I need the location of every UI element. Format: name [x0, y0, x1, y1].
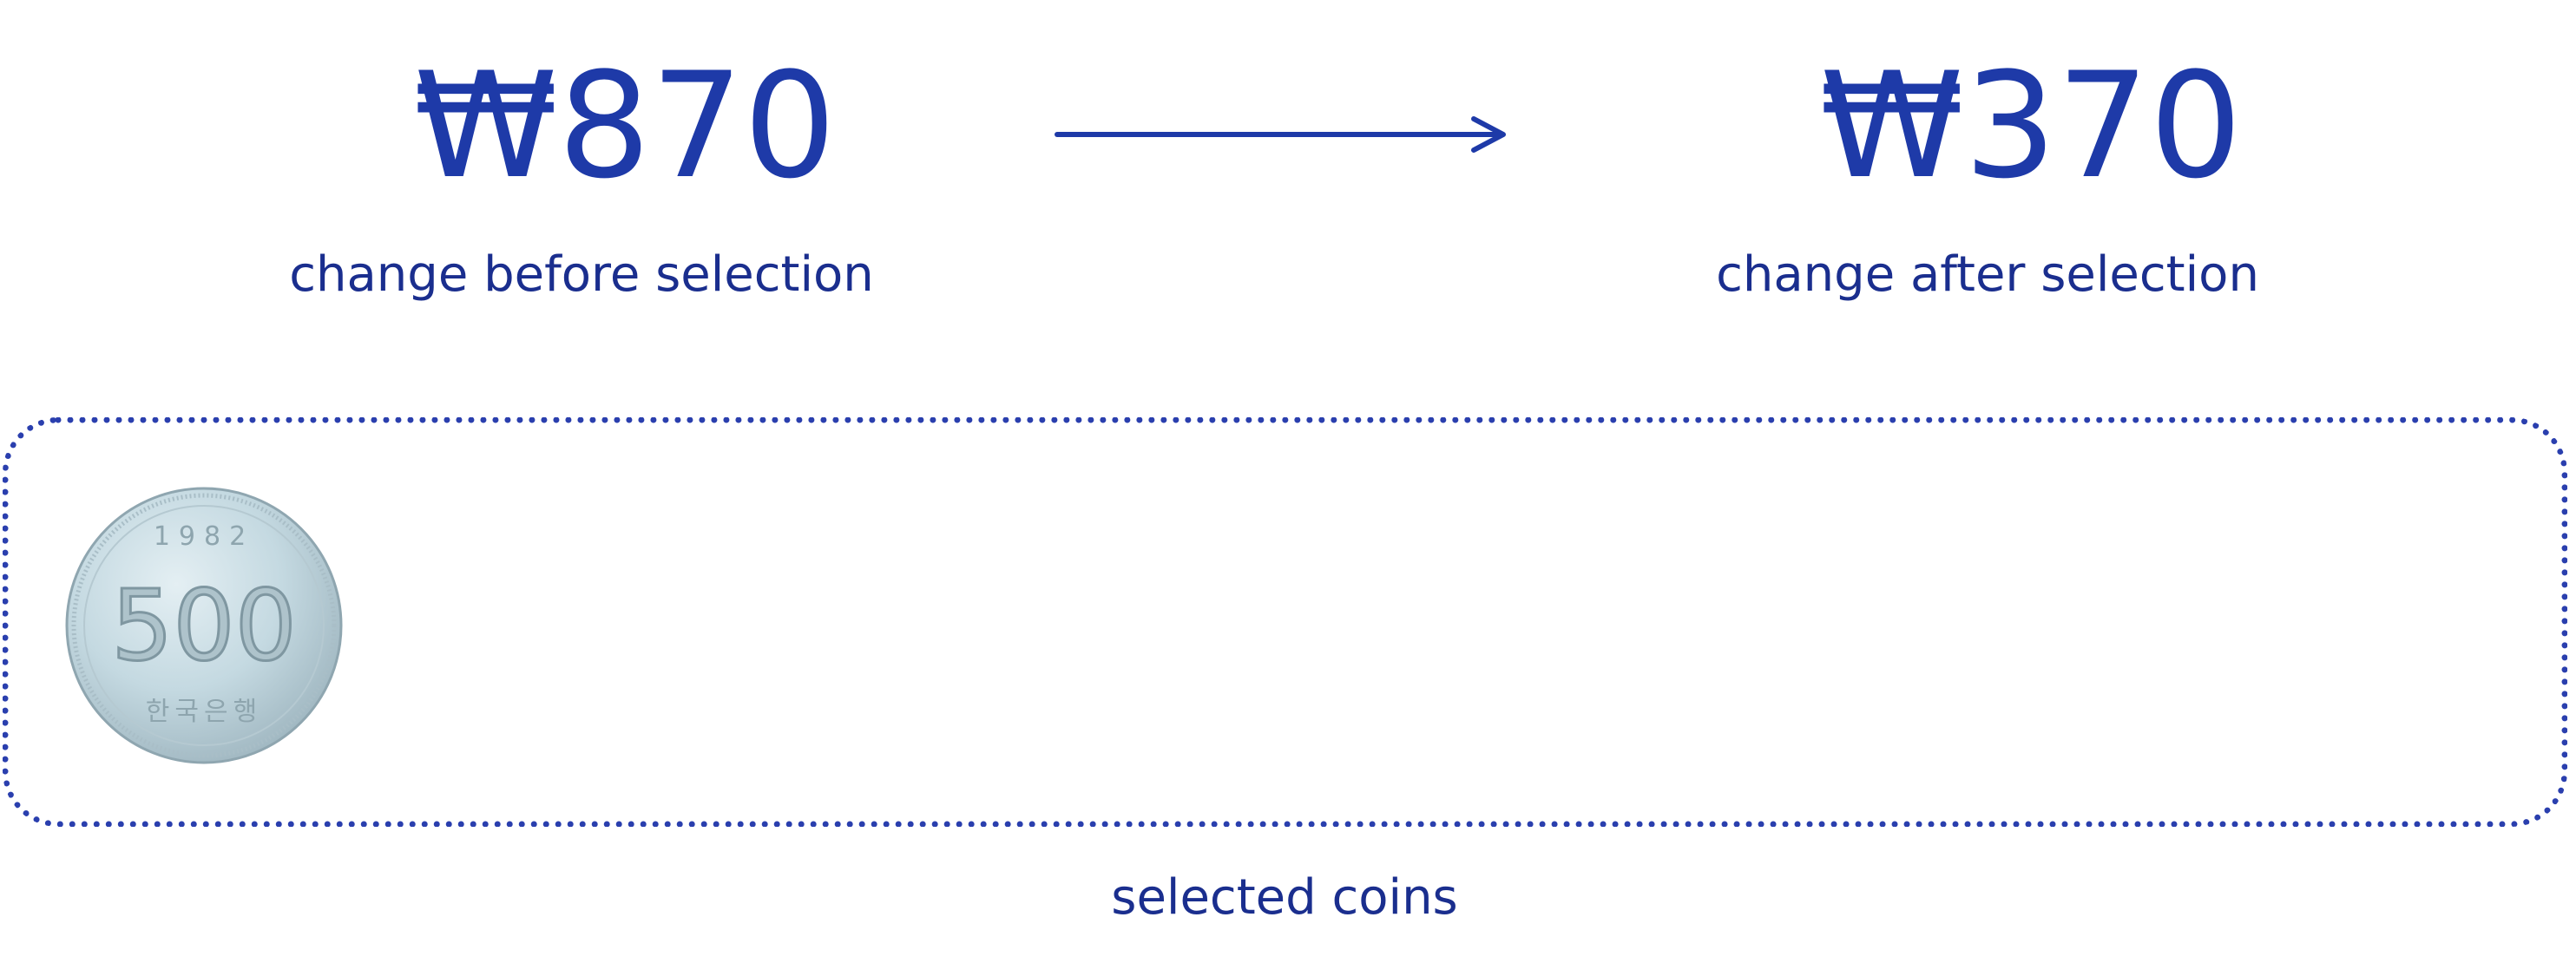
change-after-label: change after selection: [1716, 246, 2259, 303]
coin-500-icon[interactable]: 1982 500 한국은행: [64, 486, 344, 765]
arrow-right-icon: [1055, 116, 1506, 153]
change-before-amount: ₩870: [413, 41, 837, 211]
coin-inscription: 한국은행: [146, 697, 262, 727]
coin-denomination: 500: [111, 570, 297, 683]
change-before-label: change before selection: [289, 246, 874, 303]
coin-year: 1982: [154, 521, 254, 552]
selected-coins-label: selected coins: [1111, 869, 1458, 926]
change-after-amount: ₩370: [1819, 41, 2243, 211]
selected-coins-area: [3, 417, 2567, 827]
